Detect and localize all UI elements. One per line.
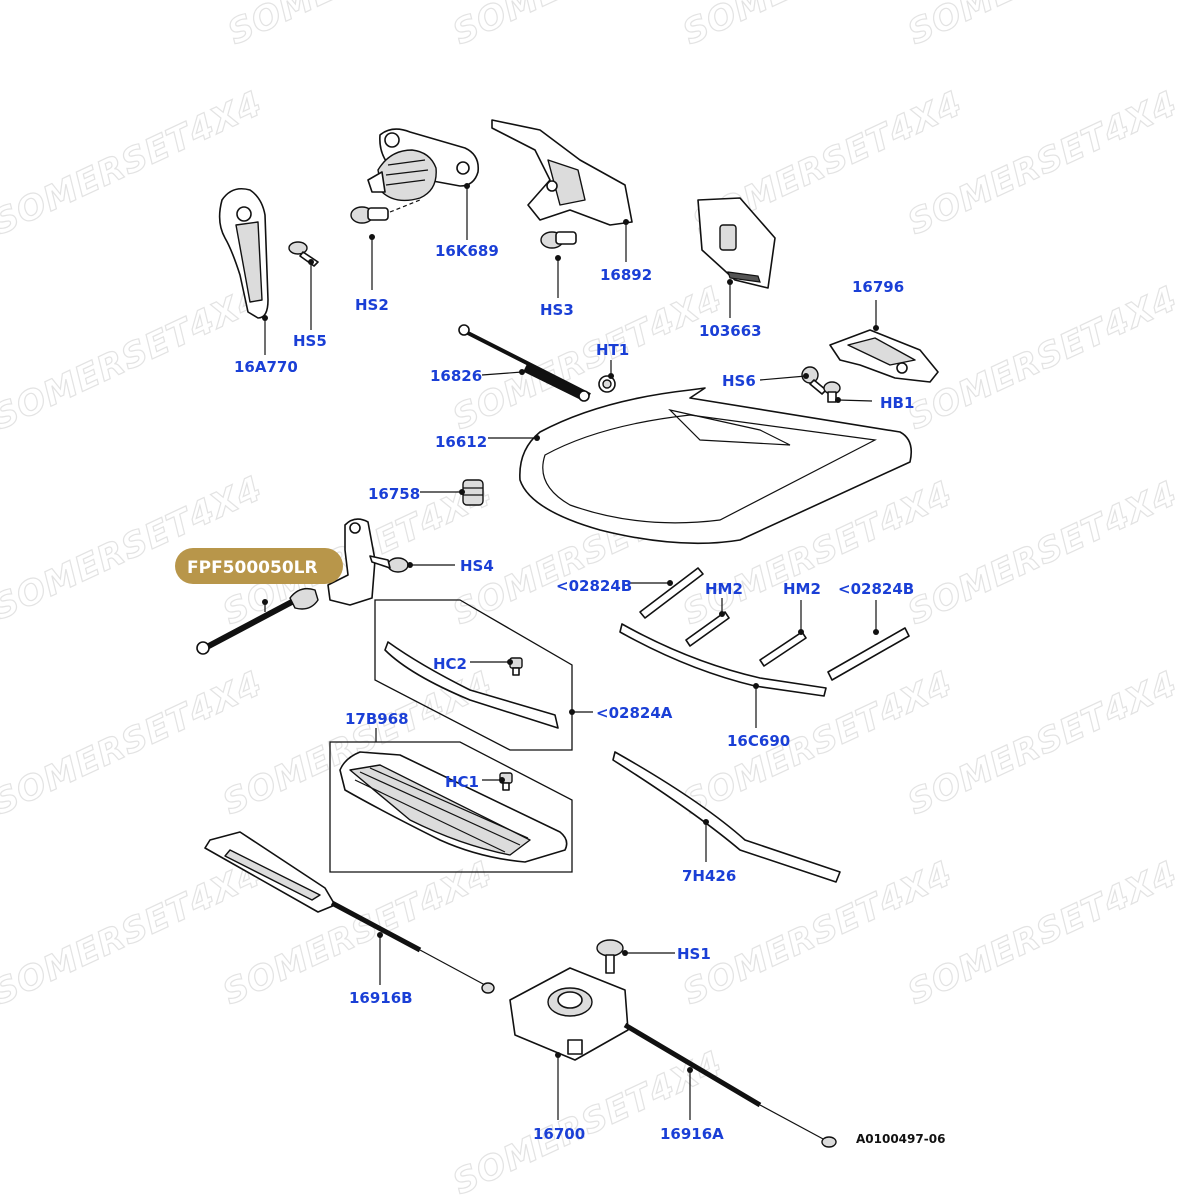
callout-16796[interactable]: 16796 [852, 278, 904, 296]
callout-103663[interactable]: 103663 [699, 322, 762, 340]
watermark: SOMERSET4X4 [902, 278, 1184, 438]
fasteners-hs6-hb1-drawing [801, 366, 841, 403]
watermark: SOMERSET4X4 [0, 278, 269, 438]
callout-02824b-right[interactable]: <02824B [838, 580, 914, 598]
hinge-16796-drawing [829, 329, 939, 383]
callout-16916b[interactable]: 16916B [349, 989, 413, 1007]
callout-16758[interactable]: 16758 [368, 485, 420, 503]
bump-stop-16758-drawing [462, 479, 484, 506]
latch-16k689-drawing [367, 128, 480, 202]
callout-hs2[interactable]: HS2 [355, 296, 389, 314]
bolt-hs4-drawing [369, 555, 409, 573]
pad-103663-drawing [697, 197, 776, 289]
callout-labels: 16A770 HS5 HS2 16K689 HS3 16892 103663 1… [234, 242, 945, 1146]
callout-16700[interactable]: 16700 [533, 1125, 585, 1143]
bolt-hs2-drawing [350, 199, 421, 224]
callout-16c690[interactable]: 16C690 [727, 732, 790, 750]
bonnet-16612-drawing [519, 387, 913, 545]
leader-lines [262, 183, 879, 1120]
callout-hs4[interactable]: HS4 [460, 557, 494, 575]
callout-ht1[interactable]: HT1 [596, 341, 629, 359]
callout-16916a[interactable]: 16916A [660, 1125, 724, 1143]
watermark: SOMERSET4X4 [902, 0, 1184, 53]
gas-strut-16826-drawing [458, 324, 591, 402]
drawing-number: A0100497-06 [856, 1132, 945, 1146]
release-lever-drawing [196, 518, 376, 655]
callout-16612[interactable]: 16612 [435, 433, 487, 451]
callout-16a770[interactable]: 16A770 [234, 358, 298, 376]
callout-02824a[interactable]: <02824A [596, 704, 673, 722]
watermark: SOMERSET4X4 [447, 1043, 729, 1200]
callout-16826[interactable]: 16826 [430, 367, 482, 385]
badge-background [175, 548, 343, 584]
callout-hm2-left[interactable]: HM2 [705, 580, 743, 598]
callout-7h426[interactable]: 7H426 [682, 867, 736, 885]
stud-ht1-drawing [598, 375, 616, 393]
callout-02824b-left[interactable]: <02824B [556, 577, 632, 595]
callout-hb1[interactable]: HB1 [880, 394, 914, 412]
bracket-16892-drawing [491, 119, 633, 226]
bolt-hs1-drawing [596, 939, 624, 974]
latch-assembly-16700-drawing [509, 967, 837, 1148]
callout-hs3[interactable]: HS3 [540, 301, 574, 319]
callout-hs6[interactable]: HS6 [722, 372, 756, 390]
bolt-hs3-drawing [540, 231, 577, 249]
seal-7h426-drawing [612, 751, 841, 883]
callout-16892[interactable]: 16892 [600, 266, 652, 284]
cable-16916b-drawing [204, 831, 495, 994]
callout-hm2-right[interactable]: HM2 [783, 580, 821, 598]
callout-hc2[interactable]: HC2 [433, 655, 467, 673]
part-number-badge[interactable]: FPF500050LR [175, 548, 343, 584]
seal-strips-drawing [619, 567, 910, 697]
callout-hc1[interactable]: HC1 [445, 773, 479, 791]
callout-17b968[interactable]: 17B968 [345, 710, 409, 728]
callout-16k689[interactable]: 16K689 [435, 242, 499, 260]
callout-hs5[interactable]: HS5 [293, 332, 327, 350]
release-handle-16a770-drawing [218, 187, 269, 319]
badge-label: FPF500050LR [187, 558, 318, 578]
seal-02824a-drawing [374, 599, 573, 751]
grille-17b968-drawing [329, 741, 573, 873]
callout-hs1[interactable]: HS1 [677, 945, 711, 963]
